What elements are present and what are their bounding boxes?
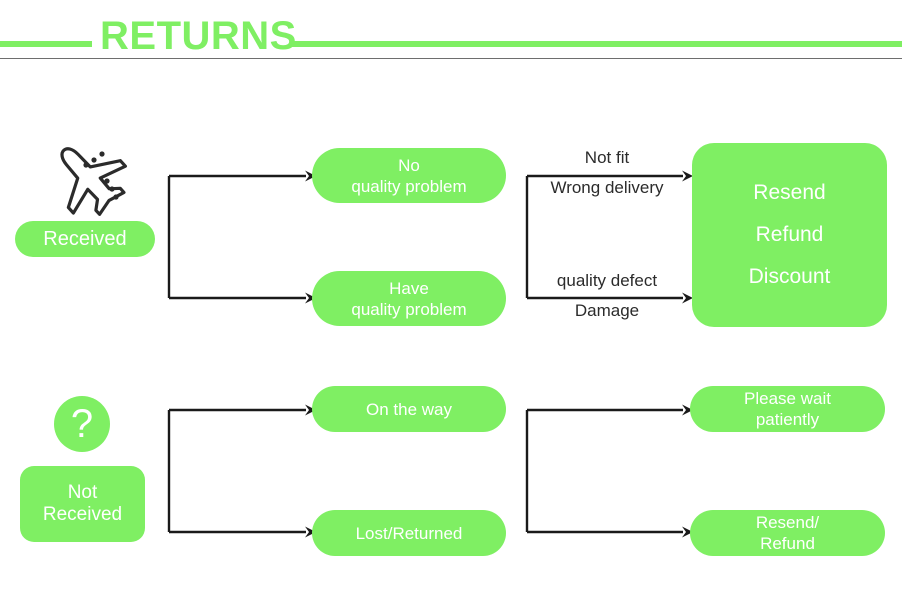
node-please-wait-line1: Please wait — [744, 389, 831, 408]
connector-status-to-action — [525, 404, 693, 538]
node-not-received[interactable]: Not Received — [20, 466, 145, 542]
outcome-line-resend: Resend — [753, 181, 826, 204]
connector-problems-to-outcome — [525, 170, 693, 304]
connector-not-received-branch — [166, 404, 316, 538]
question-mark-glyph: ? — [70, 402, 94, 446]
node-lost-returned-label: Lost/Returned — [355, 523, 463, 543]
node-no-quality-problem-line2: quality problem — [351, 176, 467, 196]
node-no-quality-problem[interactable]: No quality problem — [312, 148, 506, 203]
node-resend-refund[interactable]: Resend/ Refund — [690, 510, 885, 556]
node-on-the-way-label: On the way — [366, 399, 452, 419]
node-resend-refund-discount[interactable]: Resend Refund Discount — [692, 143, 887, 327]
node-resend-refund-line2: Refund — [760, 534, 815, 553]
header-rule-left — [0, 41, 92, 47]
node-resend-refund-line1: Resend/ — [755, 513, 820, 532]
node-please-wait-patiently[interactable]: Please wait patiently — [690, 386, 885, 432]
connector-received-branch — [166, 170, 316, 304]
page-title: RETURNS — [100, 14, 297, 58]
header-rule-right — [292, 41, 902, 47]
node-have-quality-problem-line1: Have — [389, 278, 429, 298]
node-no-quality-problem-line1: No — [398, 155, 420, 175]
question-mark-icon: ? — [54, 396, 110, 452]
edge-label-wrong-delivery: Wrong delivery — [550, 178, 664, 197]
outcome-line-refund: Refund — [755, 223, 824, 246]
edge-label-quality-defect: quality defect — [556, 271, 658, 290]
node-please-wait-line2: patiently — [755, 410, 820, 429]
node-on-the-way[interactable]: On the way — [312, 386, 506, 432]
node-received-label: Received — [43, 227, 127, 250]
edge-label-not-fit: Not fit — [584, 148, 630, 167]
node-lost-returned[interactable]: Lost/Returned — [312, 510, 506, 556]
airplane-icon — [44, 134, 132, 220]
node-have-quality-problem[interactable]: Have quality problem — [312, 271, 506, 326]
header-divider — [0, 58, 902, 59]
node-have-quality-problem-line2: quality problem — [351, 299, 467, 319]
edge-label-damage: Damage — [574, 301, 640, 320]
node-not-received-line2: Received — [42, 504, 123, 525]
node-received[interactable]: Received — [15, 221, 155, 257]
node-not-received-line1: Not — [67, 482, 98, 503]
outcome-line-discount: Discount — [748, 265, 831, 288]
